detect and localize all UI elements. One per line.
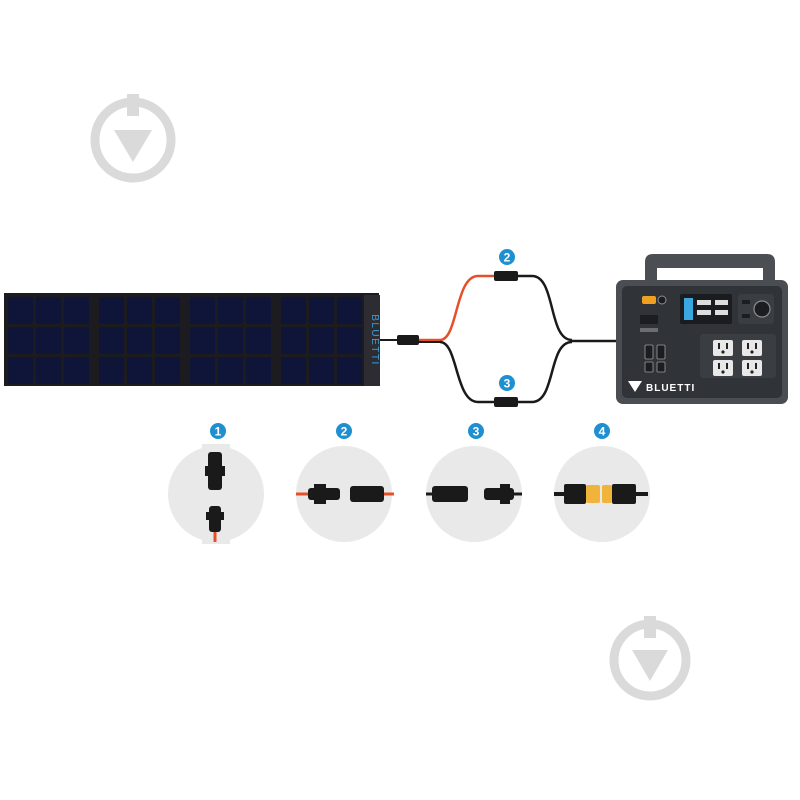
solar-cell	[64, 357, 89, 384]
solar-cell	[99, 327, 124, 354]
connector-number: 3	[473, 425, 480, 439]
solar-cell	[218, 327, 243, 354]
connector-item-1: 1	[168, 423, 264, 544]
usb-ports	[644, 344, 666, 373]
solar-cell	[8, 327, 33, 354]
cable-assembly	[380, 271, 650, 407]
connector-row: 1 2 3	[168, 423, 650, 544]
solar-cell	[190, 327, 215, 354]
mc4-female-connector	[432, 486, 468, 502]
solar-cell	[281, 297, 306, 324]
solar-cell	[36, 327, 61, 354]
solar-cell	[337, 357, 362, 384]
mc4-connector-bottom	[494, 397, 518, 407]
solar-cell	[64, 297, 89, 324]
connector-item-4: 4	[554, 423, 650, 542]
connector-circle	[296, 446, 392, 542]
callout-badge-top: 2	[499, 249, 515, 265]
solar-cell	[127, 357, 152, 384]
amber-indicator	[642, 296, 656, 304]
red-cable	[439, 274, 494, 342]
connector-item-3: 3	[426, 423, 522, 542]
solar-cell	[337, 327, 362, 354]
xt60-connector-right	[602, 485, 612, 503]
callout-badge-bottom: 3	[499, 375, 515, 391]
solar-cell	[309, 297, 334, 324]
callout-number: 2	[504, 251, 511, 265]
solar-cell	[127, 297, 152, 324]
connector-number: 4	[599, 425, 606, 439]
power-station: BLUETTI	[616, 254, 788, 404]
solar-cell	[190, 297, 215, 324]
connector-item-2: 2	[296, 423, 394, 542]
connector-number: 1	[215, 425, 222, 439]
solar-cell	[8, 357, 33, 384]
panel-tab	[364, 295, 380, 386]
solar-cell	[281, 327, 306, 354]
solar-cell	[309, 357, 334, 384]
ac-outlets	[713, 340, 762, 376]
watermark-top	[90, 94, 176, 183]
solar-cell	[281, 357, 306, 384]
solar-cell	[309, 327, 334, 354]
solar-cell	[36, 357, 61, 384]
xt60-connector-left	[564, 484, 586, 504]
solar-cell	[64, 327, 89, 354]
solar-cell	[127, 327, 152, 354]
panel-brand-label: BLUETTI	[369, 314, 380, 366]
black-cable	[439, 340, 494, 404]
solar-cell	[218, 357, 243, 384]
solar-cell	[246, 327, 271, 354]
mc4-connector-top	[494, 271, 518, 281]
solar-cell	[99, 357, 124, 384]
download-arrow-icon	[609, 616, 691, 701]
solar-cell	[246, 357, 271, 384]
solar-cell	[8, 297, 33, 324]
panel-cells	[8, 297, 362, 384]
solar-cell	[337, 297, 362, 324]
ac-outlet	[742, 340, 762, 356]
station-brand-label: BLUETTI	[646, 383, 695, 394]
ac-outlet	[713, 340, 733, 356]
solar-cell	[190, 357, 215, 384]
solar-cell	[99, 297, 124, 324]
solar-cell	[155, 357, 180, 384]
power-button-icon	[657, 295, 667, 305]
solar-panel: BLUETTI	[4, 293, 380, 386]
connector-circle	[426, 446, 522, 542]
solar-cell	[218, 297, 243, 324]
callout-number: 3	[504, 377, 511, 391]
dc-round-outlet	[753, 300, 771, 318]
mc4-female-connector	[350, 486, 384, 502]
solar-cell	[155, 297, 180, 324]
solar-cell	[246, 297, 271, 324]
download-arrow-icon	[90, 94, 176, 183]
ac-outlet	[713, 360, 733, 376]
watermark-bottom	[609, 616, 691, 701]
mc4-connector-panel	[397, 335, 419, 345]
station-handle	[645, 254, 775, 282]
bluetti-logo-icon	[628, 381, 642, 392]
ac-outlet	[742, 360, 762, 376]
connector-number: 2	[341, 425, 348, 439]
solar-cell	[36, 297, 61, 324]
solar-cell	[155, 327, 180, 354]
